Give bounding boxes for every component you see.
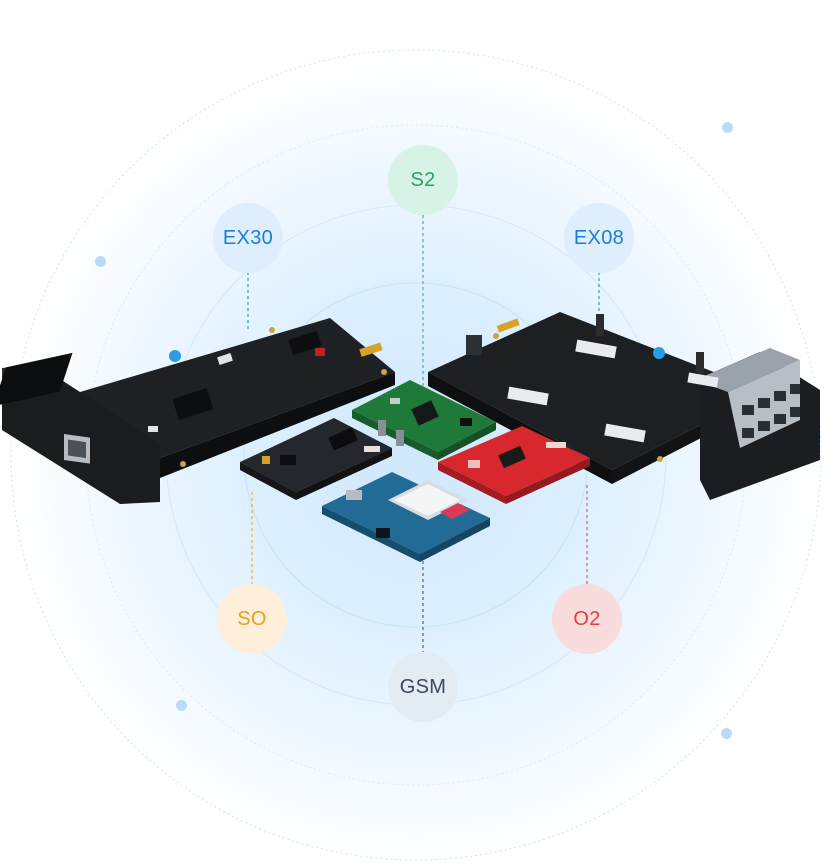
s2-label-text: S2 (410, 168, 436, 191)
ex30-board (0, 318, 395, 504)
s2-board (352, 380, 496, 460)
gsm-label-text: GSM (399, 675, 447, 698)
orbit-dot (95, 256, 106, 267)
so-board (240, 418, 392, 500)
ex08-label-text: EX08 (573, 226, 625, 249)
orbit-dot (722, 122, 733, 133)
gsm-board (322, 472, 490, 562)
so-label-text: SO (237, 607, 267, 630)
orbit-dot (721, 728, 732, 739)
orbit-dot (176, 700, 187, 711)
ex08-label: EX08 (564, 203, 634, 273)
ex30-label: EX30 (213, 203, 283, 273)
s2-label: S2 (388, 145, 458, 215)
so-label: SO (217, 584, 287, 654)
o2-label-text: O2 (573, 607, 601, 630)
gsm-label: GSM (388, 652, 458, 722)
o2-board (438, 426, 590, 504)
o2-label: O2 (552, 584, 622, 654)
ex30-label-text: EX30 (222, 226, 274, 249)
